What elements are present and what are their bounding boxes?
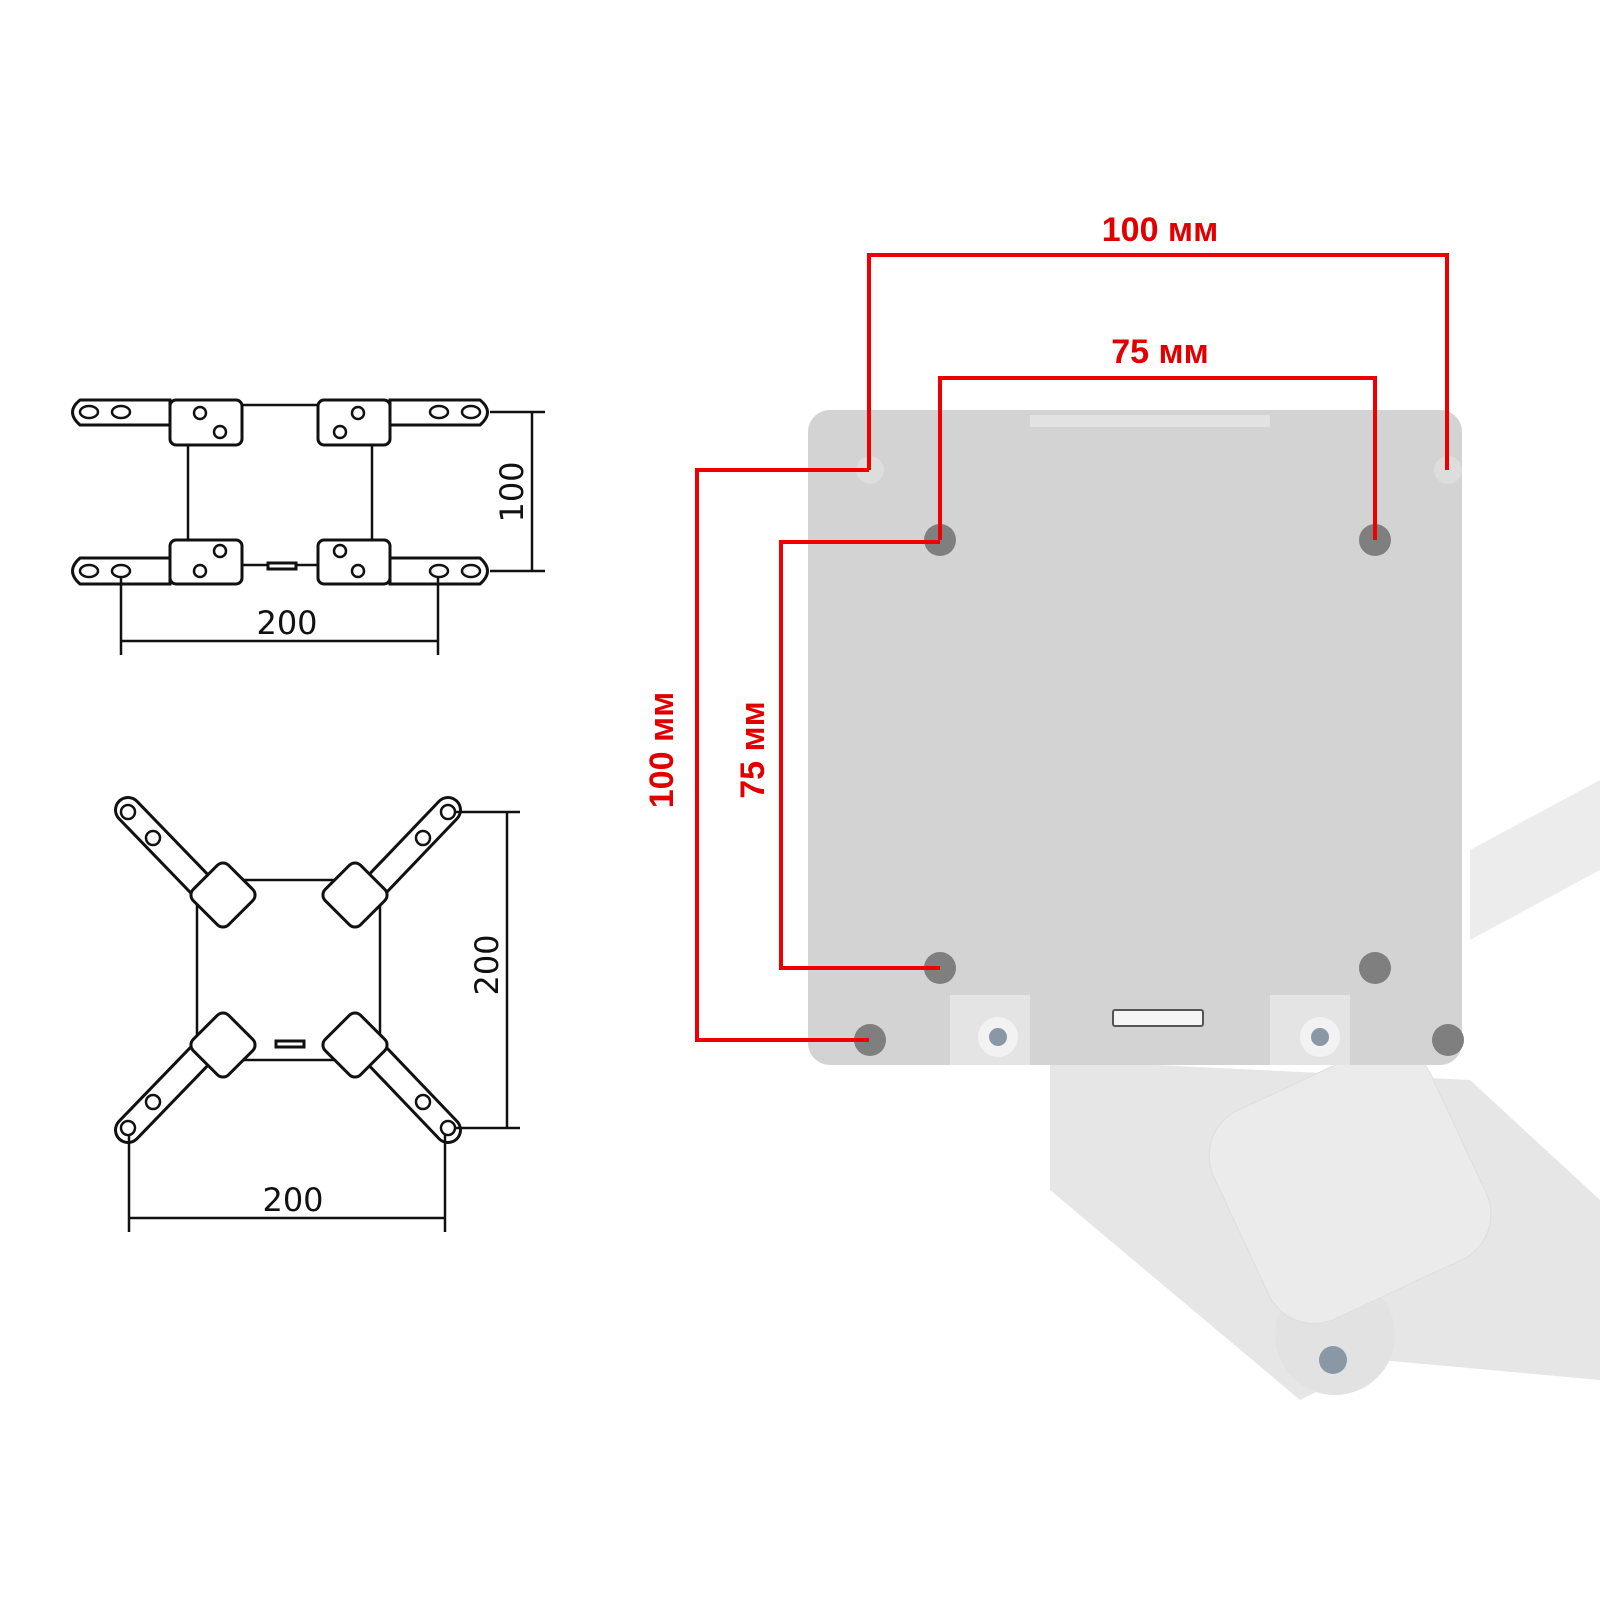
monitor-arm-render: [808, 410, 1600, 1400]
width-dimension-label: 200: [256, 604, 317, 642]
left-outer-dimension-label: 100 мм: [643, 692, 681, 808]
arm: [71, 398, 489, 586]
left-inner-dimension-label: 75 мм: [734, 701, 772, 799]
vesa-plate: [808, 410, 1462, 1065]
height-dimension-label: 200: [468, 934, 506, 995]
bracket-drawing-horizontal: 100 200: [71, 398, 545, 655]
height-dimension-label: 100: [493, 461, 531, 522]
width-dimension-label: 200: [262, 1181, 323, 1219]
top-inner-dimension-label: 75 мм: [1111, 333, 1209, 371]
bracket-drawing-diagonal: 200 200: [114, 796, 520, 1232]
red-dimension-lines: [695, 253, 1449, 1042]
top-outer-dimension-label: 100 мм: [1102, 211, 1218, 249]
